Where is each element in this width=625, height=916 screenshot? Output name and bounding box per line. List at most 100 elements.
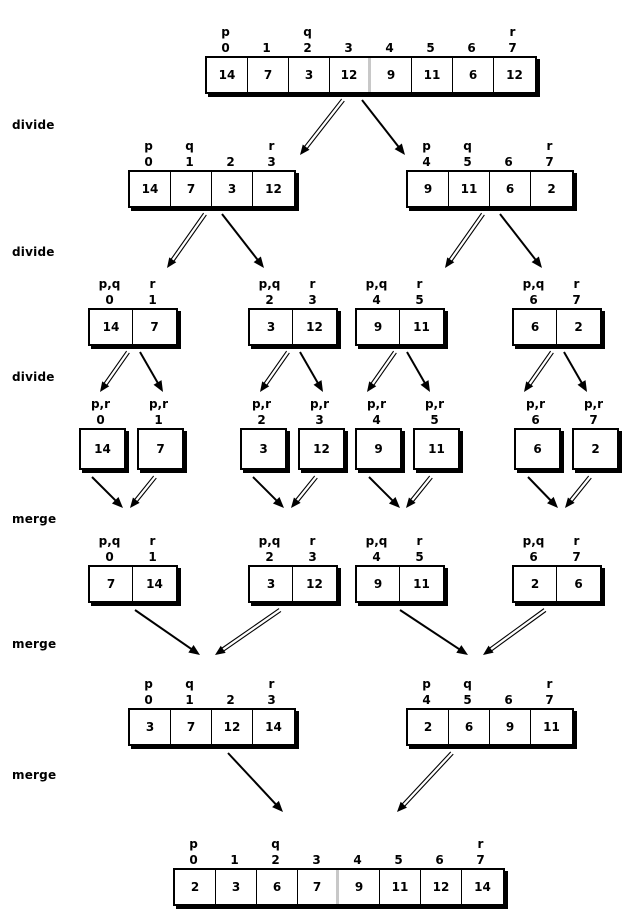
arrow-divide-l1a-left-stroke [169,212,205,262]
array-single-6-cells: 6 [514,428,561,470]
arrow-divide-top-right-stroke [361,99,401,150]
array-merged-left-half-cell-2: 12 [212,710,253,744]
array-single-7-index-row: 7 [572,412,619,428]
arrow-merge-right-to-final-stroke [400,751,452,807]
array-merged-right-half-index-5: 5 [463,693,472,707]
arrow-merge-left-to-final-stroke [227,752,279,807]
arrow-divide-l2d-left-head [524,381,534,392]
stage-label-divide-2: divide [12,370,55,384]
array-merged-2-3-index-3: 3 [308,550,317,564]
arrow-divide-l2a-left-stroke [104,352,130,388]
array-final-sorted-cell-2: 6 [257,870,298,904]
arrow-merge-p45-to-half-stroke [399,609,462,652]
array-merged-2-3-marker-p-q: p,q [258,534,281,548]
array-pair-4-5-cell-0: 9 [357,310,400,344]
arrow-merge-s4-to-pair-stroke [368,476,396,504]
array-merged-left-half-index-2: 2 [226,693,235,707]
arrow-divide-l2c-right-head [420,380,430,392]
array-pair-0-1-marker-p-q: p,q [98,277,121,291]
array-merged-4-5-marker-r: r [416,534,423,548]
array-single-5-cell-0: 11 [415,430,458,468]
arrow-divide-top-right-head [394,143,405,155]
array-single-0-cells: 14 [79,428,126,470]
array-right-half-marker-r: r [546,139,553,153]
arrow-divide-l2c-left-head [367,381,377,392]
array-single-0-cell-0: 14 [81,430,124,468]
array-full-unsorted-marker-r: r [509,25,516,39]
array-right-half-index-7: 7 [545,155,554,169]
array-single-7-cell-0: 2 [574,430,617,468]
array-full-unsorted-index-6: 6 [467,41,476,55]
array-single-1-marker-p-r: p,r [148,397,169,411]
array-pair-6-7-marker-r: r [573,277,580,291]
array-full-unsorted-index-0: 0 [221,41,230,55]
array-single-4-cell-0: 9 [357,430,400,468]
array-merged-0-1-marker-p-q: p,q [98,534,121,548]
array-merged-6-7-cell-1: 6 [557,567,600,601]
arrow-divide-l1b-right-head [531,256,542,268]
array-merged-6-7-marker-p-q: p,q [522,534,545,548]
array-merged-6-7-marker-r: r [573,534,580,548]
arrow-divide-l1b-right-stroke [499,213,538,263]
array-single-3-cells: 12 [298,428,345,470]
arrow-divide-l2b-left-stroke [264,352,290,388]
arrow-divide-top-left-stroke [302,98,343,149]
array-merged-2-3-cell-1: 12 [293,567,336,601]
array-final-sorted-index-4: 4 [353,853,362,867]
arrow-merge-p67-to-half-head [483,645,494,655]
array-full-unsorted-cell-5: 11 [412,58,453,92]
arrow-merge-s4-to-pair-head [388,496,400,508]
arrow-divide-top-left-head [300,144,310,155]
array-left-half-index-0: 0 [144,155,153,169]
arrow-divide-l2a-left-stroke [102,350,128,386]
array-final-sorted-index-7: 7 [476,853,485,867]
array-merged-0-1-index-0: 0 [105,550,114,564]
array-pair-4-5-marker-p-q: p,q [365,277,388,291]
array-left-half-cell-2: 3 [212,172,253,206]
array-full-unsorted-marker-q: q [303,25,312,39]
array-pair-6-7-cell-0: 6 [514,310,557,344]
array-full-unsorted-index-7: 7 [508,41,517,55]
array-final-sorted-marker-q: q [271,837,280,851]
array-merged-0-1-marker-r: r [149,534,156,548]
arrow-divide-l2a-left-head [100,381,110,392]
array-final-sorted-cell-6: 12 [421,870,462,904]
array-merged-0-1-cell-1: 14 [133,567,176,601]
array-full-unsorted-index-2: 2 [303,41,312,55]
array-full-unsorted-cell-6: 6 [453,58,494,92]
array-single-1-cells: 7 [137,428,184,470]
array-left-half-index-1: 1 [185,155,194,169]
array-right-half-marker-p: p [422,139,431,153]
arrow-merge-s3-to-pair-stroke [296,477,318,504]
arrow-merge-s6-to-pair-stroke [527,476,554,503]
array-pair-4-5-index-4: 4 [372,293,381,307]
arrow-divide-l1a-right-head [253,256,264,268]
array-single-5-marker-p-r: p,r [424,397,445,411]
array-single-7-index-7: 7 [589,413,598,427]
array-pair-4-5-index-5: 5 [415,293,424,307]
array-single-0-index-0: 0 [96,413,105,427]
array-single-2-cell-0: 3 [242,430,285,468]
array-final-sorted-cell-5: 11 [380,870,421,904]
array-pair-4-5-cell-1: 11 [400,310,443,344]
arrow-divide-l2c-left-stroke [369,350,395,386]
arrow-merge-p45-to-half-head [456,645,468,655]
arrow-merge-s7-to-pair-head [565,497,575,508]
array-right-half-index-6: 6 [504,155,513,169]
array-final-sorted-index-1: 1 [230,853,239,867]
